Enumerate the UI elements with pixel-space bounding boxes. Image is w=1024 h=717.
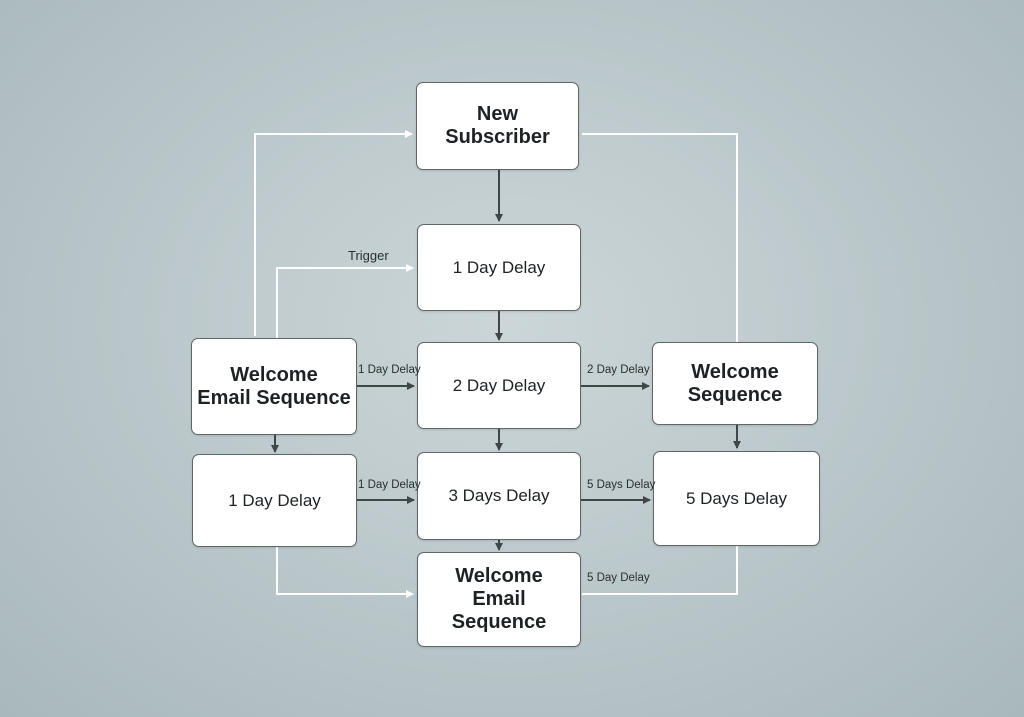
node-1-day-delay-top-label: 1 Day Delay: [452, 257, 546, 277]
node-new-subscriber[interactable]: New Subscriber: [416, 82, 579, 170]
node-5-days-delay-label: 5 Days Delay: [685, 488, 788, 508]
node-2-day-delay-label: 2 Day Delay: [452, 375, 546, 395]
node-3-days-delay-label: 3 Days Delay: [448, 486, 550, 506]
edge-label-trigger: Trigger: [348, 248, 389, 263]
connector-welcome-left-to-new-subscriber: [254, 130, 413, 336]
edge-label-left-to-delay3: 1 Day Delay: [358, 479, 421, 491]
edge-label-delay3-to-delay5: 5 Days Delay: [587, 479, 656, 491]
node-welcome-email-sequence-bottom-label: Welcome Email Sequence: [451, 565, 547, 633]
edge-label-bottom-right: 5 Day Delay: [587, 572, 650, 584]
connector-new-subscriber-to-welcome-right: [582, 133, 738, 342]
node-welcome-email-sequence-bottom[interactable]: Welcome Email Sequence: [417, 552, 581, 647]
node-welcome-email-sequence-left[interactable]: Welcome Email Sequence: [191, 338, 357, 435]
node-3-days-delay[interactable]: 3 Days Delay: [417, 452, 581, 540]
node-welcome-email-sequence-left-label: Welcome Email Sequence: [197, 363, 351, 409]
edge-label-delay2-to-right: 2 Day Delay: [587, 364, 650, 376]
edge-label-left-to-delay2: 1 Day Delay: [358, 364, 421, 376]
node-new-subscriber-label: New Subscriber: [445, 103, 550, 148]
node-1-day-delay-left-label: 1 Day Delay: [228, 490, 321, 510]
connector-trigger-to-delay1: [276, 264, 414, 338]
node-1-day-delay-top[interactable]: 1 Day Delay: [417, 224, 581, 311]
node-5-days-delay[interactable]: 5 Days Delay: [653, 451, 820, 546]
node-welcome-sequence-right-label: Welcome Sequence: [687, 360, 783, 406]
connector-delay1-left-to-welcome-bottom: [276, 547, 414, 598]
node-2-day-delay[interactable]: 2 Day Delay: [417, 342, 581, 429]
node-welcome-sequence-right[interactable]: Welcome Sequence: [652, 342, 818, 425]
connector-welcome-bottom-to-delay5: [582, 546, 738, 595]
node-1-day-delay-left[interactable]: 1 Day Delay: [192, 454, 357, 547]
